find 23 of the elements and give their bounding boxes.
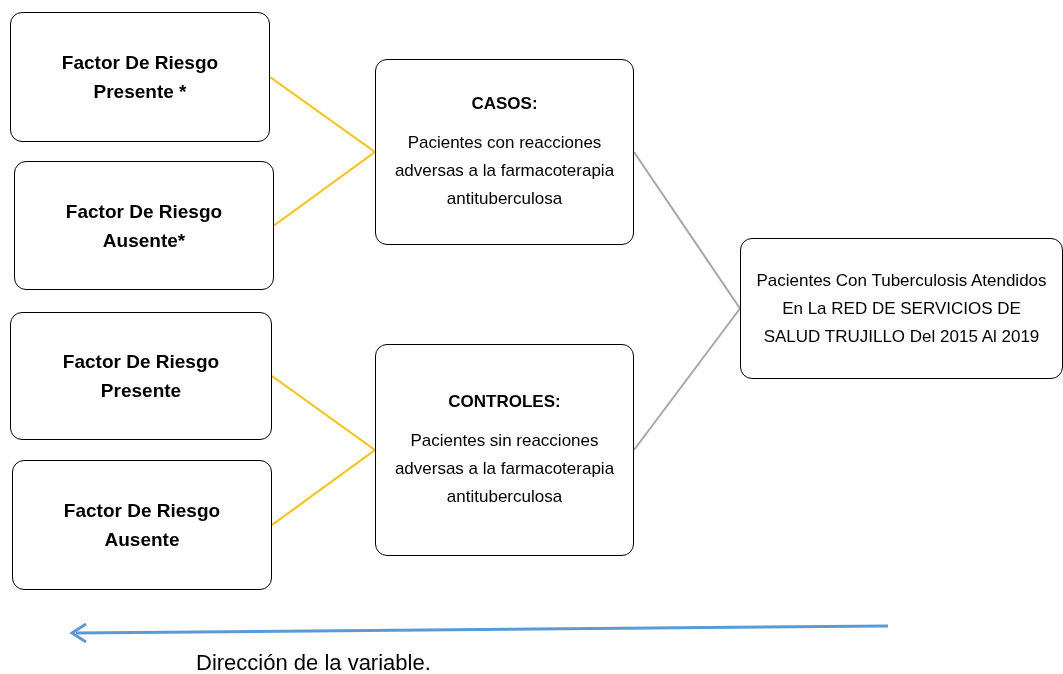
risk-factor-box (12, 460, 272, 590)
connector-line (633, 307, 741, 451)
risk-factor-box (10, 312, 272, 440)
connector-line (269, 76, 376, 153)
group-box (375, 59, 634, 245)
connector-line (271, 375, 376, 451)
box-heading: CONTROLES: (448, 391, 561, 414)
caption-text: Dirección de la variable. (196, 649, 431, 674)
population-box (740, 238, 1063, 379)
box-heading: CASOS: (471, 93, 538, 116)
box-text: Pacientes Con Tuberculosis Atendidos En La RED DE SERVICIOS DE SALUD TRUJILLO Del 2015 Al 2019 (755, 269, 1048, 348)
group-box (375, 344, 634, 556)
connector-line (273, 151, 376, 227)
box-text: Factor De Riesgo Presente * (60, 51, 220, 104)
box-text: Factor De Riesgo Ausente* (64, 199, 224, 253)
box-text: Factor De Riesgo Presente (61, 350, 221, 403)
risk-factor-box (10, 12, 270, 142)
risk-factor-box (14, 161, 274, 290)
box-text: Pacientes con reacciones adversas a la farmacoterapia antituberculosa (393, 131, 616, 210)
connector-line (633, 151, 741, 310)
box-text: Factor De Riesgo Ausente (62, 499, 222, 552)
box-text: Pacientes sin reacciones adversas a la farmacoterapia antituberculosa (393, 429, 616, 508)
connector-line (271, 449, 376, 526)
